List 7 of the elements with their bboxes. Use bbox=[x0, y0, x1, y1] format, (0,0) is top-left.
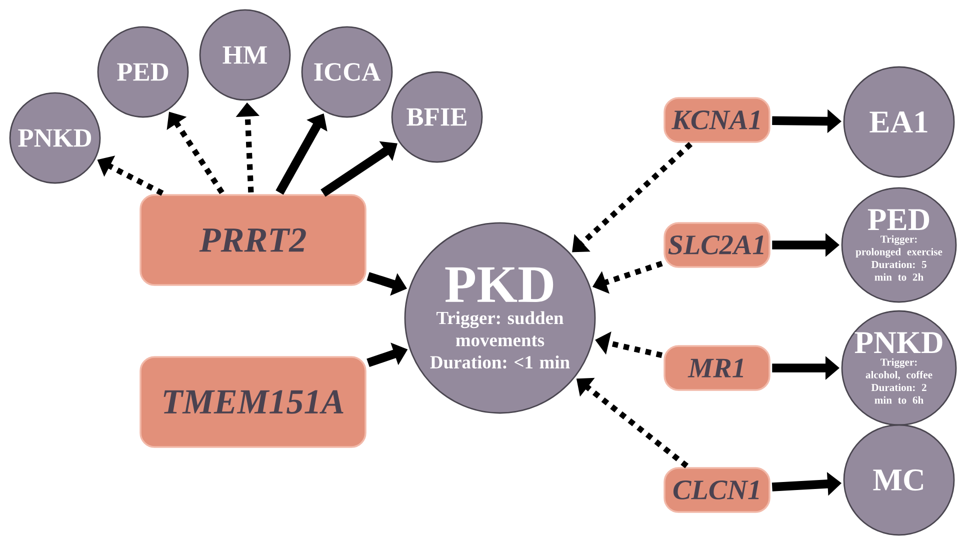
gene-box: KCNA1 bbox=[664, 97, 770, 143]
gene-box: PRRT2 bbox=[140, 194, 366, 286]
gene-box: SLC2A1 bbox=[664, 222, 770, 268]
gene-box: MR1 bbox=[664, 345, 770, 391]
gene-box: TMEM151A bbox=[140, 356, 366, 448]
gene-box: CLCN1 bbox=[664, 467, 770, 513]
dashed-arrow bbox=[572, 142, 693, 252]
